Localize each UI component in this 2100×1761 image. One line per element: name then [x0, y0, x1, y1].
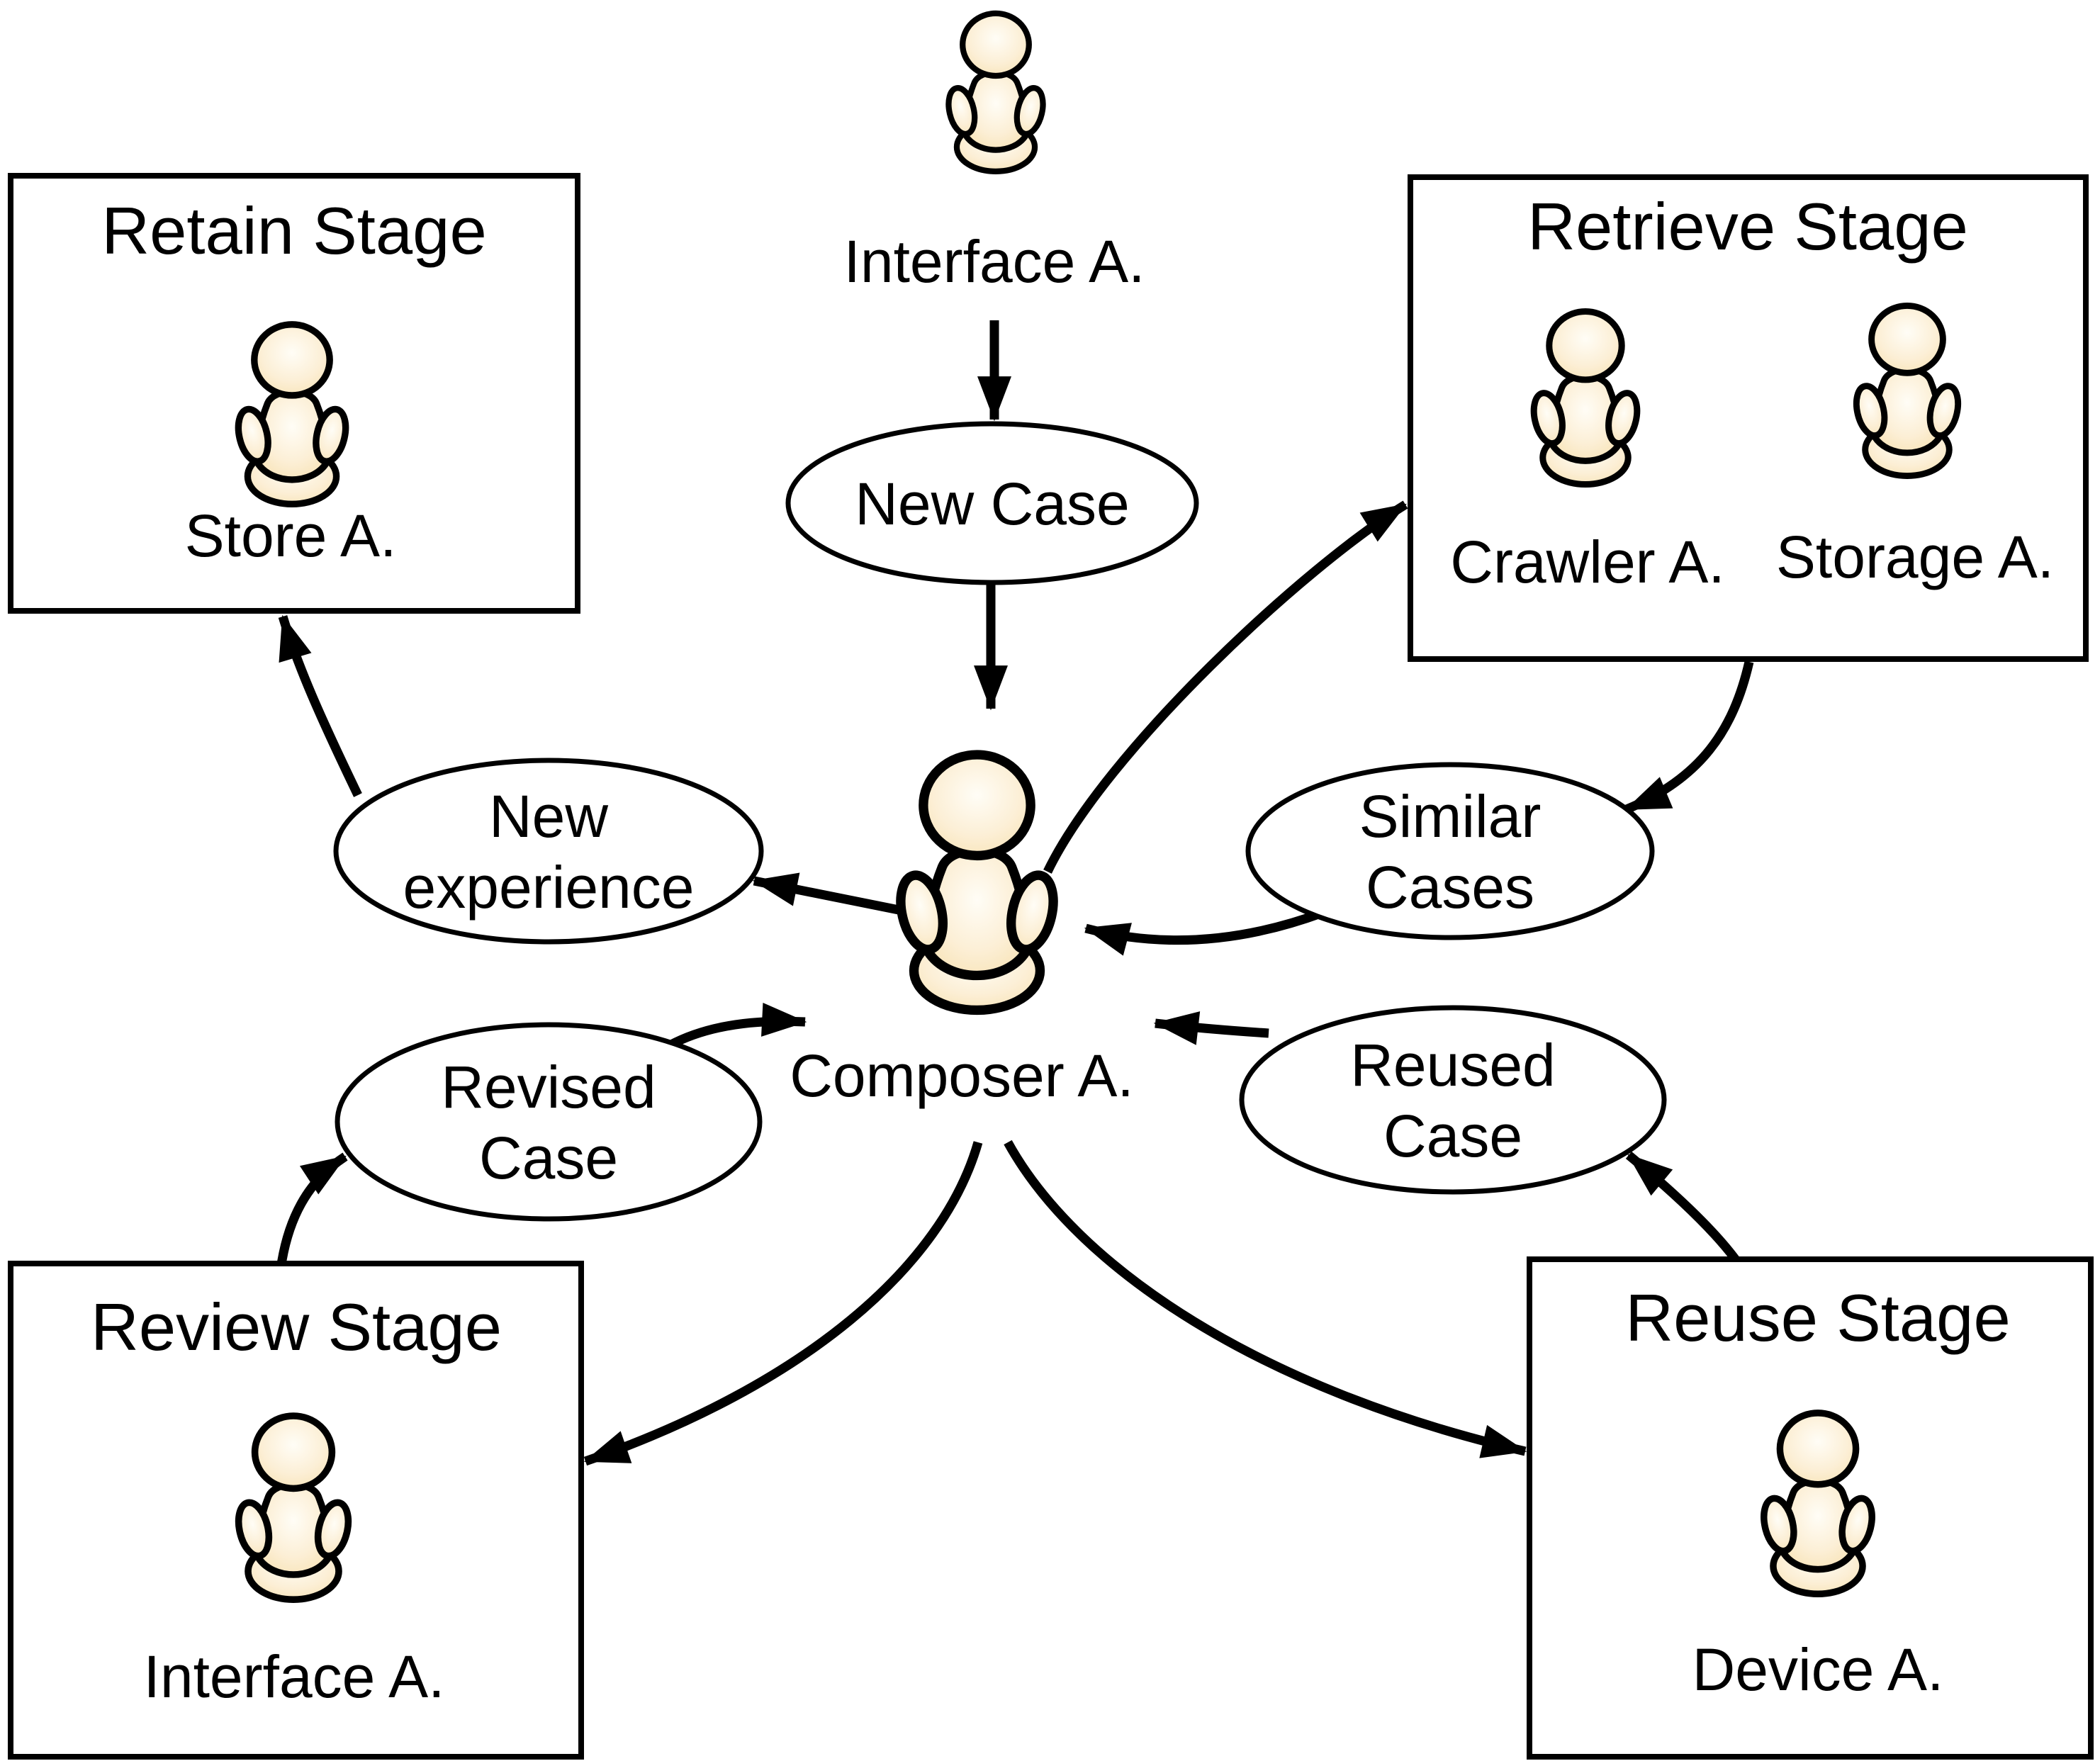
- person-icon: [945, 13, 1048, 171]
- actor-composer: Composer A.: [790, 755, 1134, 1109]
- new-experience-ellipse: [333, 758, 764, 945]
- crawler-agent-label: Crawler A.: [1450, 529, 1724, 595]
- reused-case-label-line1: Reused: [1350, 1032, 1556, 1098]
- store-agent-label: Store A.: [185, 502, 397, 569]
- composer-agent-label: Composer A.: [790, 1042, 1134, 1109]
- interface-agent-label: Interface A.: [844, 228, 1145, 295]
- edge-reuse-to-reusedcase: [1625, 1151, 1741, 1264]
- reused-case-ellipse: [1239, 1005, 1667, 1195]
- review-interface-agent-label: Interface A.: [144, 1643, 445, 1710]
- edge-similarcases-to-composer: [1084, 908, 1325, 956]
- case-new-experience: New experience: [333, 758, 764, 945]
- stage-review: Review Stage Interface A.: [8, 1261, 584, 1760]
- storage-agent-label: Storage A.: [1776, 524, 2054, 590]
- device-agent-label: Device A.: [1692, 1636, 1944, 1703]
- edge-revisedcase-to-composer: [667, 1002, 807, 1050]
- case-new-case: New Case: [785, 421, 1199, 585]
- review-stage-title: Review Stage: [91, 1290, 502, 1364]
- edge-composer-to-review: [583, 1141, 983, 1466]
- actor-interface: Interface A.: [844, 13, 1145, 295]
- edge-composer-to-newexperience: [752, 872, 900, 915]
- similar-cases-label-line2: Cases: [1366, 854, 1534, 921]
- edge-retrieve-to-similarcases: [1624, 660, 1754, 814]
- new-case-label: New Case: [855, 471, 1129, 537]
- case-revised-case: Revised Case: [335, 1022, 763, 1222]
- person-icon: [894, 755, 1060, 1010]
- case-reused-case: Reused Case: [1239, 1005, 1667, 1195]
- case-similar-cases: Similar Cases: [1245, 762, 1655, 940]
- edge-reusedcase-to-composer: [1153, 1011, 1269, 1045]
- similar-cases-ellipse: [1245, 762, 1655, 940]
- new-case-ellipse: [785, 421, 1199, 585]
- stage-retain: Retain Stage Store A.: [8, 173, 580, 614]
- retrieve-stage-title: Retrieve Stage: [1527, 189, 1968, 264]
- revised-case-ellipse: [335, 1022, 763, 1222]
- edge-composer-to-retrieve: [1043, 500, 1408, 874]
- revised-case-label-line2: Case: [479, 1125, 618, 1191]
- reuse-stage-title: Reuse Stage: [1625, 1281, 2010, 1355]
- similar-cases-label-line1: Similar: [1359, 783, 1542, 850]
- retrieve-stage-box: [1408, 174, 2089, 662]
- new-experience-label-line2: experience: [403, 854, 695, 921]
- stage-retrieve: Retrieve Stage Crawler A. Storage A.: [1408, 174, 2089, 662]
- edge-newexperience-to-retain: [278, 614, 362, 797]
- revised-case-label-line1: Revised: [441, 1054, 656, 1120]
- retain-stage-title: Retain Stage: [101, 193, 486, 268]
- reused-case-label-line2: Case: [1383, 1103, 1522, 1169]
- stage-reuse: Reuse Stage Device A.: [1527, 1256, 2094, 1760]
- edge-composer-to-reuse: [1004, 1140, 1527, 1458]
- new-experience-label-line1: New: [489, 783, 608, 850]
- edges: [276, 320, 1754, 1466]
- edge-review-to-revisedcase: [276, 1152, 348, 1266]
